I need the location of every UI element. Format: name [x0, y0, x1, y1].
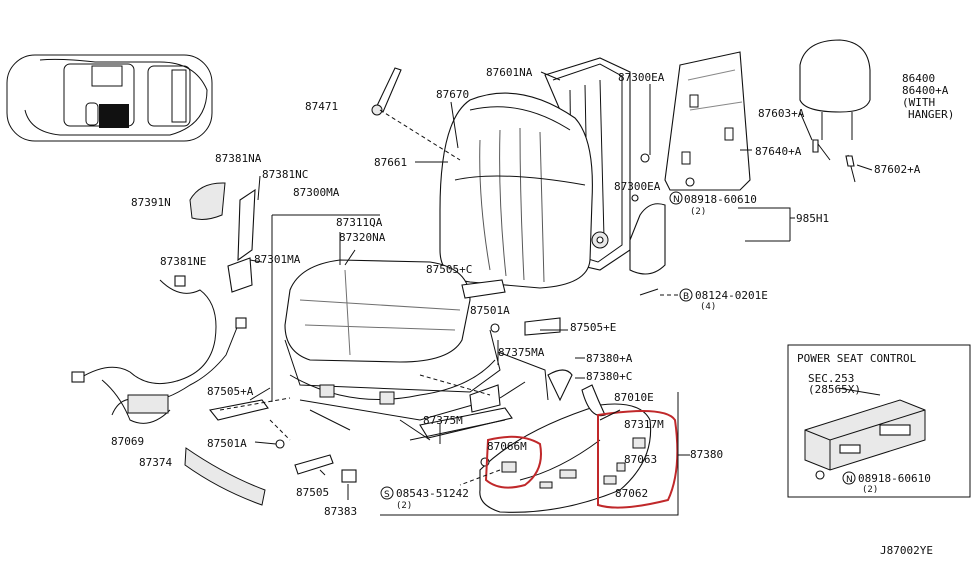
label-87374: 87374 — [139, 456, 172, 469]
label-87010E: 87010E — [614, 391, 654, 404]
side-airbag-icon — [629, 203, 666, 275]
svg-text:S: S — [384, 490, 390, 500]
psc-ref: (28565X) — [808, 383, 861, 396]
label-87391N: 87391N — [131, 196, 171, 209]
psc-sec: SEC.253 — [808, 372, 854, 385]
label-87601NA: 87601NA — [486, 66, 533, 79]
label-87505C: 87505+C — [426, 263, 472, 276]
label-87380: 87380 — [690, 448, 723, 461]
label-87320NA: 87320NA — [339, 231, 386, 244]
label-87317M: 87317M — [624, 418, 664, 431]
label-hanger: HANGER) — [908, 108, 954, 121]
label-08918-top: 08918-60610 — [684, 193, 757, 206]
label-87471: 87471 — [305, 100, 338, 113]
label-87300EA-mid: 87300EA — [614, 180, 661, 193]
label-87383: 87383 — [324, 505, 357, 518]
label-87300MA: 87300MA — [293, 186, 340, 199]
label-87063: 87063 — [624, 453, 657, 466]
svg-text:N: N — [673, 195, 680, 205]
label-87380A: 87380+A — [586, 352, 633, 365]
label-08918-bottom: 08918-60610 — [858, 472, 931, 485]
label-87603A: 87603+A — [758, 107, 805, 120]
back-panel-icon — [664, 51, 751, 191]
label-87375M: 87375M — [423, 414, 463, 427]
label-qty2-mid: (2) — [396, 501, 412, 511]
label-87505E: 87505+E — [570, 321, 616, 334]
label-87381NC: 87381NC — [262, 168, 308, 181]
svg-text:B: B — [683, 292, 689, 302]
car-location-icon — [6, 54, 213, 142]
label-08543: 08543-51242 — [396, 487, 469, 500]
headrest-icon — [799, 39, 871, 183]
nut-symbol-top: N — [669, 191, 683, 205]
psc-title: POWER SEAT CONTROL — [797, 352, 917, 365]
label-qty2-top: (2) — [690, 207, 706, 217]
label-87381NA: 87381NA — [215, 152, 262, 165]
label-87381NE: 87381NE — [160, 255, 206, 268]
bolt-symbol: B — [679, 288, 693, 302]
label-86400: 86400 — [902, 72, 935, 85]
harness-icon — [71, 275, 247, 424]
label-87505: 87505 — [296, 486, 329, 499]
label-87301MA: 87301MA — [254, 253, 301, 266]
label-87505A: 87505+A — [207, 385, 254, 398]
rail-icon — [419, 407, 513, 439]
label-87062: 87062 — [615, 487, 648, 500]
power-seat-control-panel — [787, 344, 971, 498]
diagram-id: J87002YE — [880, 544, 933, 557]
label-87602A: 87602+A — [874, 163, 921, 176]
label-985H1: 985H1 — [796, 212, 829, 225]
label-87069: 87069 — [111, 435, 144, 448]
seat-back-icon — [439, 57, 631, 289]
bracket-icon — [189, 182, 226, 220]
label-08124: 08124-0201E — [695, 289, 768, 302]
label-87300EA-top: 87300EA — [618, 71, 665, 84]
label-87375MA: 87375MA — [498, 346, 545, 359]
label-87501A-left: 87501A — [207, 437, 247, 450]
label-qty4: (4) — [700, 302, 716, 312]
label-87066M: 87066M — [487, 440, 527, 453]
label-87311QA: 87311QA — [336, 216, 383, 229]
label-with: (WITH — [902, 96, 935, 109]
highlight-87317M-group — [597, 410, 679, 509]
screw-symbol: S — [380, 486, 394, 500]
label-86400A: 86400+A — [902, 84, 949, 97]
label-87661: 87661 — [374, 156, 407, 169]
highlight-87066M — [484, 435, 542, 489]
label-87670: 87670 — [436, 88, 469, 101]
control-unit-icon — [804, 399, 926, 480]
nut-symbol-bottom: N — [842, 471, 856, 485]
label-87501A-right: 87501A — [470, 304, 510, 317]
label-87380C: 87380+C — [586, 370, 632, 383]
label-qty2-bottom: (2) — [862, 485, 878, 495]
label-87640A: 87640+A — [755, 145, 802, 158]
svg-text:N: N — [846, 475, 853, 485]
front-cover-icon — [184, 447, 266, 506]
